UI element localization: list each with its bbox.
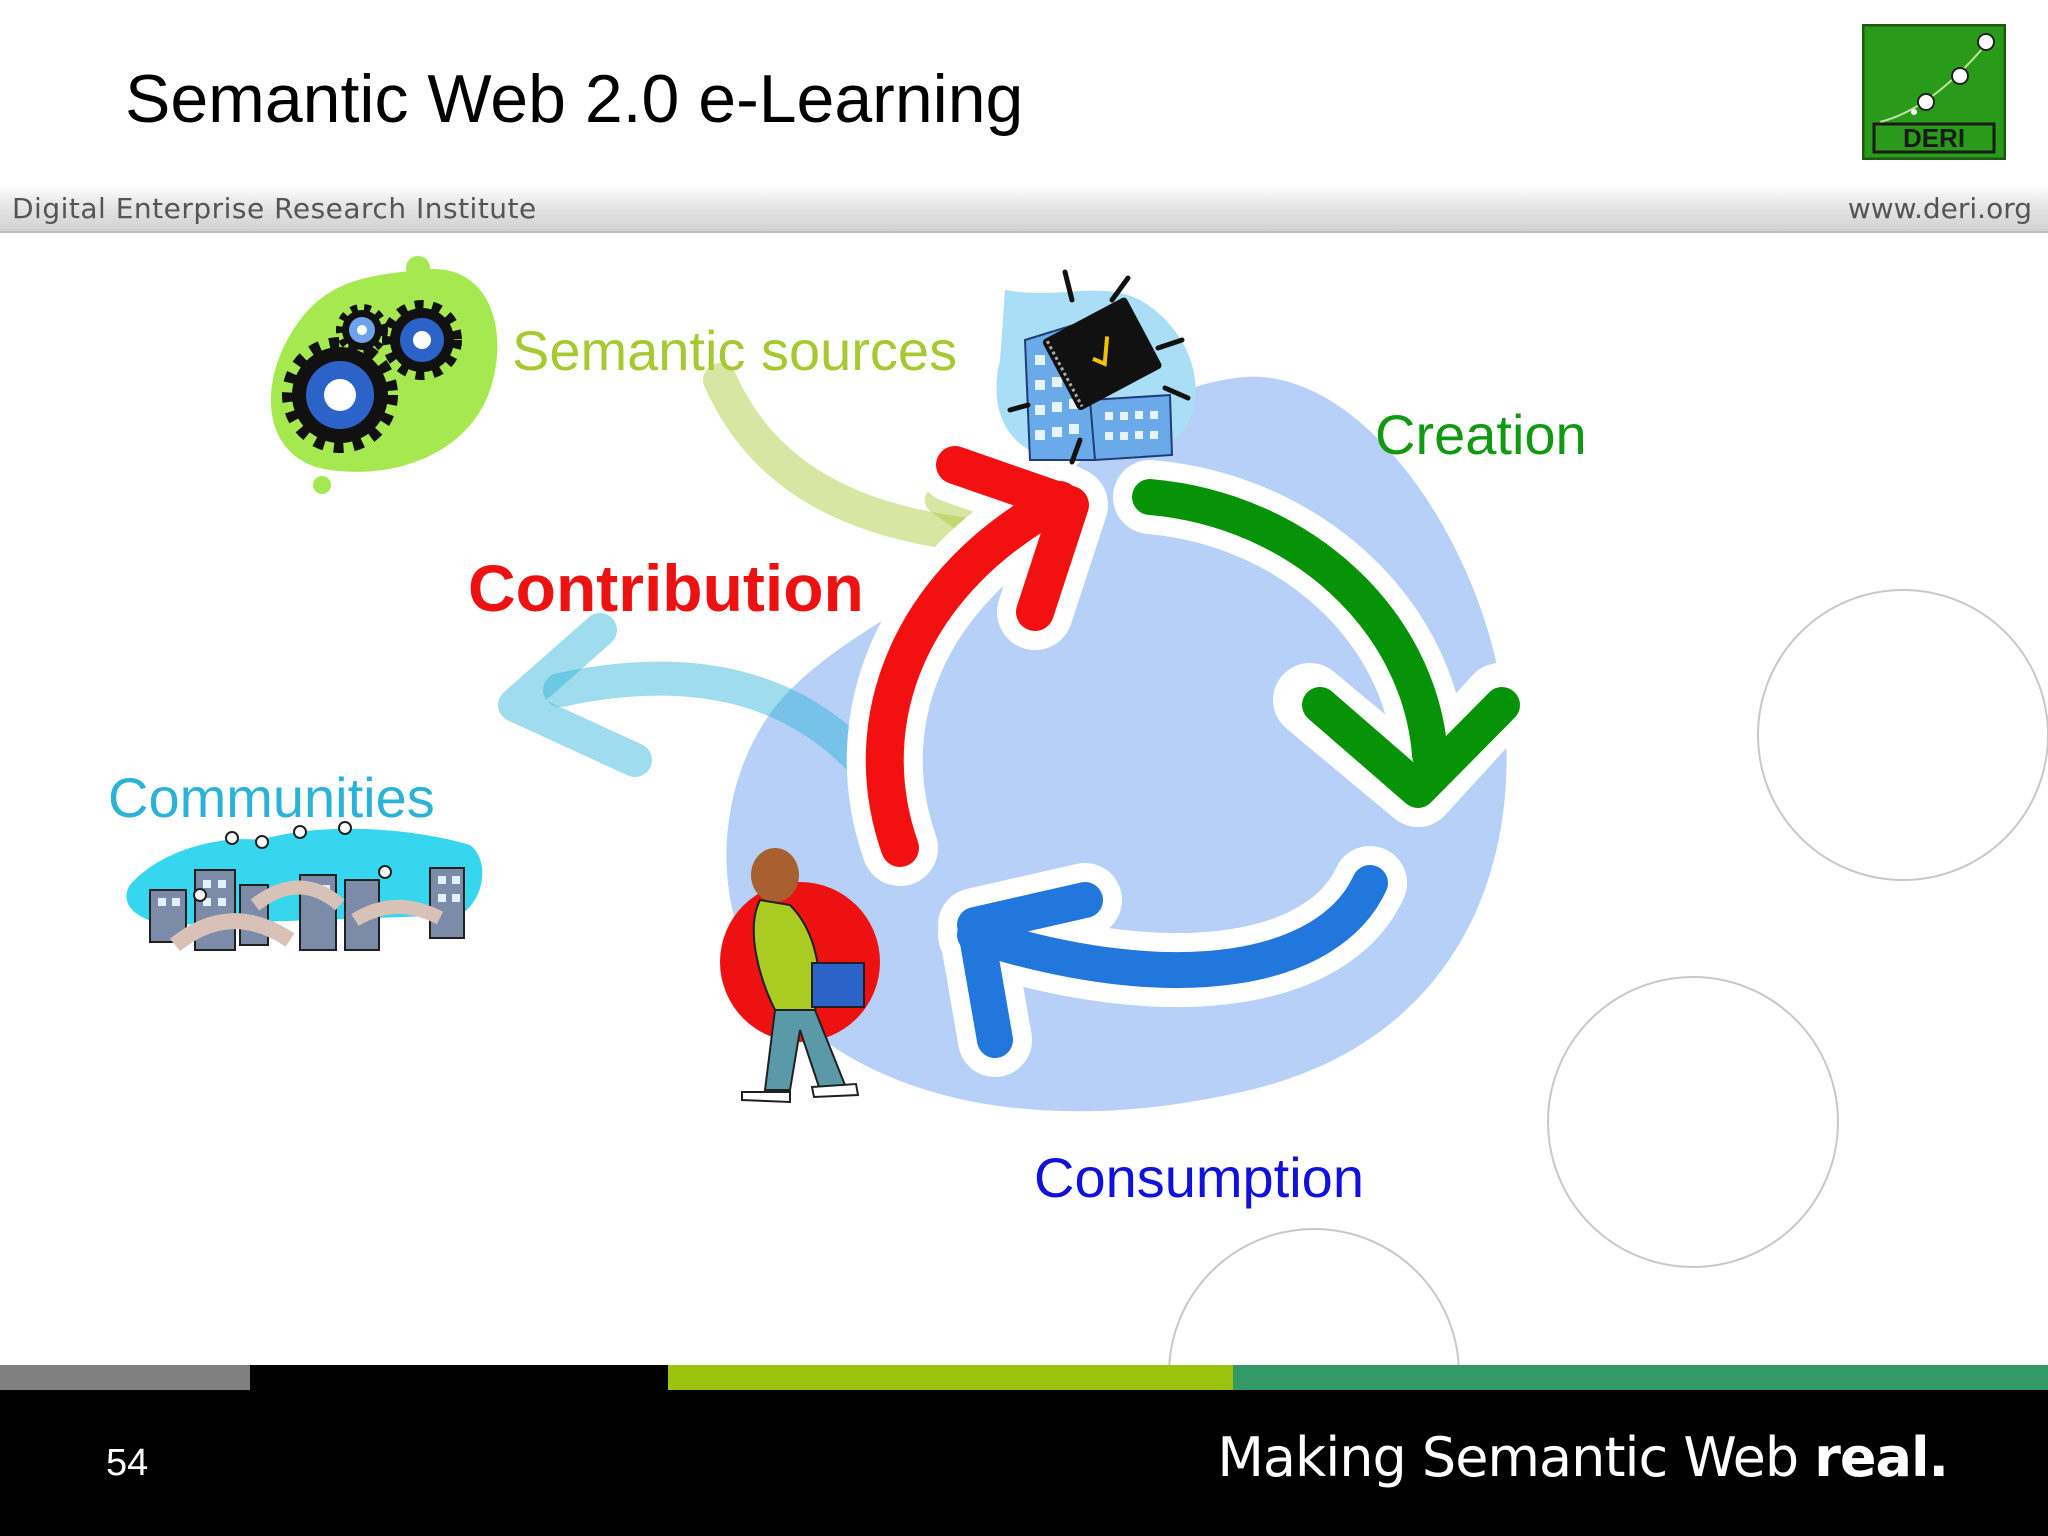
communities-city-icon <box>126 821 483 952</box>
institute-name: Digital Enterprise Research Institute <box>12 192 537 225</box>
label-contribution: Contribution <box>468 551 864 625</box>
bar-segment-lime <box>668 1365 1233 1390</box>
creation-arrow <box>1113 460 1537 827</box>
communities-arrow <box>543 661 887 787</box>
tagline-prefix: Making Semantic Web <box>1217 1426 1815 1489</box>
decor-circle <box>1547 976 1839 1268</box>
label-consumption: Consumption <box>1034 1146 1364 1209</box>
bar-segment-gray <box>0 1365 250 1390</box>
student-icon <box>720 848 880 1104</box>
contribution-arrow <box>846 427 1108 886</box>
label-semantic-sources: Semantic sources <box>512 319 958 382</box>
label-communities: Communities <box>108 766 435 829</box>
tagline: Making Semantic Web real. <box>1217 1426 1949 1489</box>
consumption-arrow <box>938 846 1407 1077</box>
gears-icon <box>270 256 498 494</box>
svg-text:DERI: DERI <box>1903 123 1965 153</box>
semantic-sources-arrow <box>703 363 987 552</box>
header-band: Digital Enterprise Research Institute ww… <box>0 185 2048 233</box>
page-number: 54 <box>106 1442 149 1484</box>
slide-title: Semantic Web 2.0 e-Learning <box>125 61 1024 137</box>
label-creation: Creation <box>1375 403 1587 466</box>
tagline-strong: real. <box>1814 1426 1949 1489</box>
bar-segment-green <box>1233 1365 2048 1390</box>
decor-circle <box>1757 589 2048 881</box>
building-book-icon <box>996 269 1196 465</box>
deri-logo: DERI <box>1862 24 2006 160</box>
footer: 54 Making Semantic Web real. <box>0 1390 2048 1536</box>
bar-segment-black <box>250 1365 668 1390</box>
site-url[interactable]: www.deri.org <box>1847 192 2032 225</box>
